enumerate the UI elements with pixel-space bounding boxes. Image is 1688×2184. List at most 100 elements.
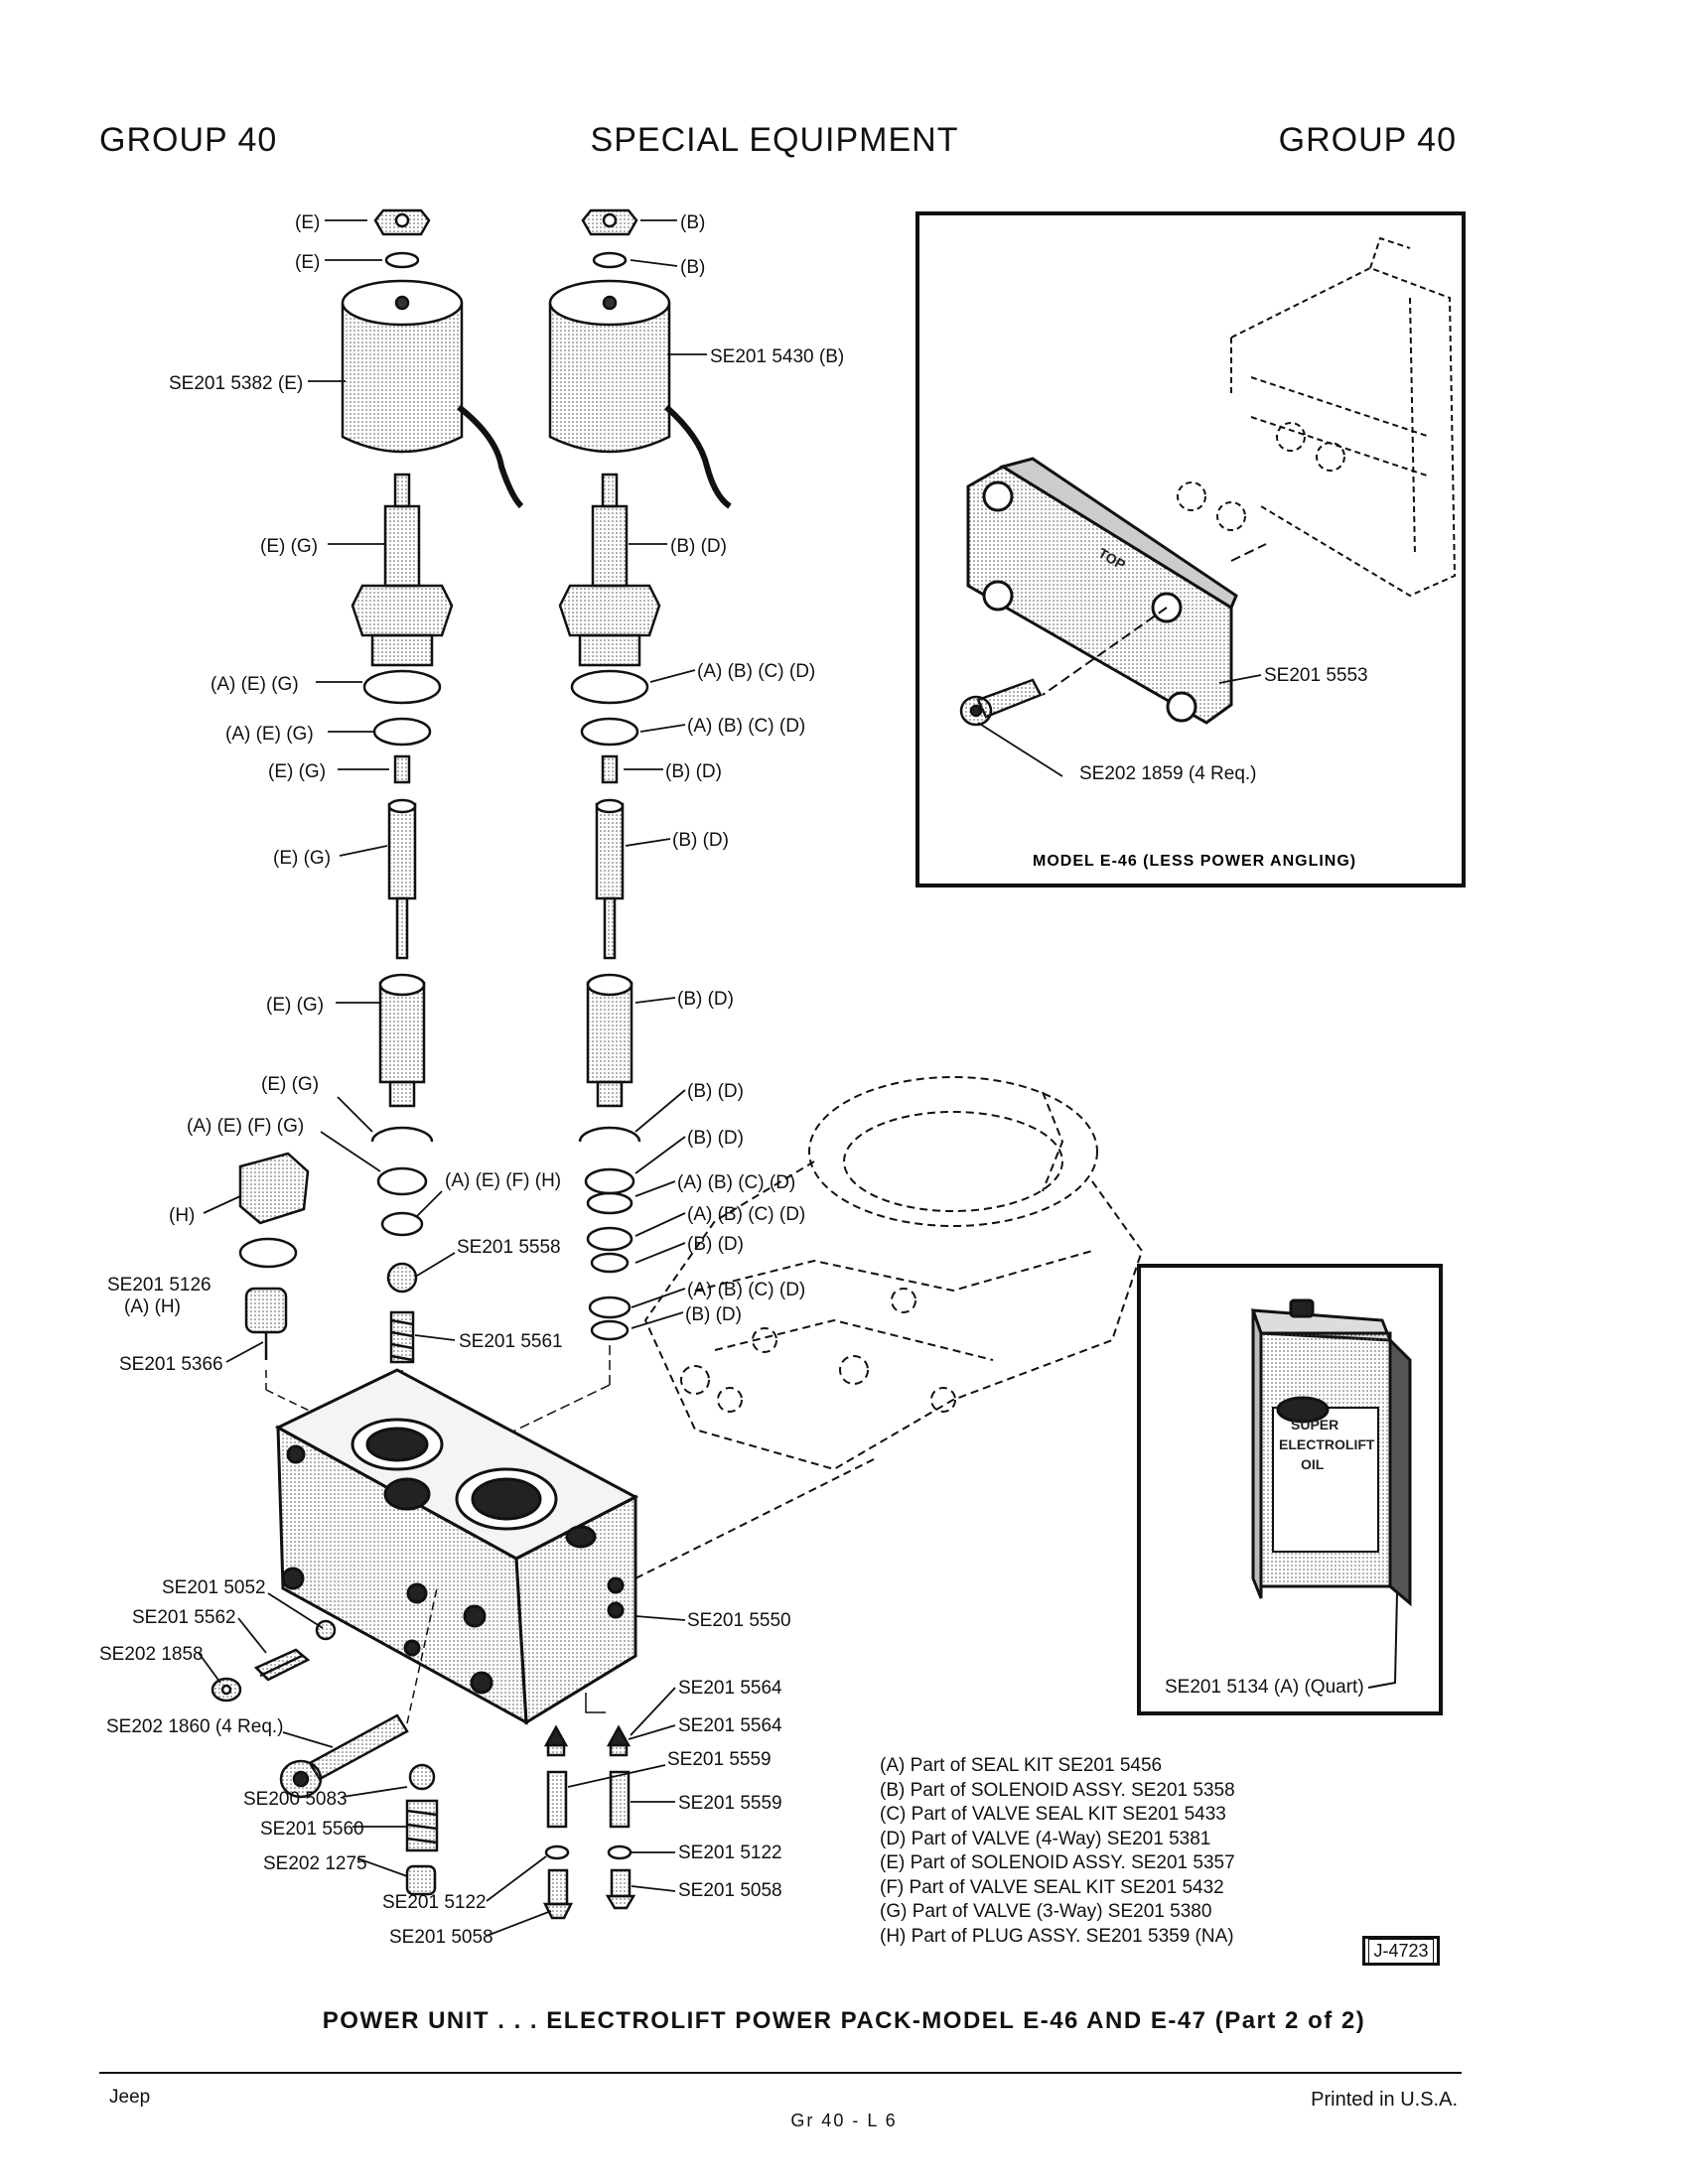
callout-se2021858: SE202 1858 xyxy=(99,1644,204,1665)
spring-icon xyxy=(609,1770,631,1829)
header-group-left: GROUP 40 xyxy=(99,121,278,159)
callout-se2015382: SE201 5382 (E) xyxy=(169,373,303,394)
header-group-right: GROUP 40 xyxy=(1278,121,1457,159)
plug-icon xyxy=(405,1864,437,1896)
spring-icon xyxy=(601,754,619,784)
callout-bd-backup: (B) (D) xyxy=(687,1234,744,1255)
figure-caption: POWER UNIT . . . ELECTROLIFT POWER PACK-… xyxy=(322,2007,1366,2034)
o-ring-icon xyxy=(544,1844,570,1860)
bottom-parts xyxy=(211,1587,636,1920)
callout-se2015561: SE201 5561 xyxy=(459,1331,563,1352)
callout-e-nut: (E) xyxy=(295,212,320,233)
can-label-line1: SUPER xyxy=(1291,1417,1338,1433)
callout-abcd-oring1: (A) (B) (C) (D) xyxy=(697,661,815,682)
callout-se2015058b: SE201 5058 xyxy=(389,1927,493,1948)
spring-icon xyxy=(389,1310,415,1364)
legend-item-d: (D) Part of VALVE (4-Way) SE201 5381 xyxy=(880,1828,1211,1849)
spring-icon xyxy=(546,1770,568,1829)
legend-item-b: (B) Part of SOLENOID ASSY. SE201 5358 xyxy=(880,1779,1235,1801)
plug-screw-icon xyxy=(211,1677,242,1703)
nut-icon xyxy=(373,208,431,236)
callout-se2015058a: SE201 5058 xyxy=(678,1880,782,1901)
o-ring-icon xyxy=(376,1166,428,1196)
cap-screw-icon xyxy=(959,678,1043,727)
callout-abcd-oring5: (A) (B) (C) (D) xyxy=(687,1280,805,1300)
parts-legend: (A) Part of SEAL KIT SE201 5456 (B) Part… xyxy=(880,1754,1235,1949)
left-valve-stack xyxy=(341,208,524,1430)
callout-labels: (E) (E) (B) (B) SE201 5382 (E) SE201 543… xyxy=(99,212,1368,1948)
callout-eg-snapring: (E) (G) xyxy=(261,1074,319,1095)
callout-se2021860: SE202 1860 (4 Req.) xyxy=(106,1716,284,1737)
inset-cover-plate-panel: TOP xyxy=(915,211,1466,887)
valve-body-block xyxy=(274,1368,639,1725)
callout-aefg: (A) (E) (F) (G) xyxy=(187,1116,304,1137)
legend-item-c: (C) Part of VALVE SEAL KIT SE201 5433 xyxy=(880,1804,1226,1825)
o-ring-icon xyxy=(380,1211,424,1237)
callout-se2021275: SE202 1275 xyxy=(263,1853,367,1874)
spring-icon xyxy=(393,754,411,784)
o-ring-small-icon xyxy=(372,717,432,747)
header-title: SPECIAL EQUIPMENT xyxy=(590,121,959,159)
footer-page-number: Gr 40 - L 6 xyxy=(790,2111,898,2130)
callout-bd-cartridge: (B) (D) xyxy=(677,989,734,1010)
o-ring-icon xyxy=(584,1167,635,1195)
callout-se2015126: SE201 5126 xyxy=(107,1275,211,1296)
callout-b-washer: (B) xyxy=(680,257,705,278)
legend-item-g: (G) Part of VALVE (3-Way) SE201 5380 xyxy=(880,1901,1212,1922)
pump-housing-outline xyxy=(634,1076,1144,1579)
callout-se2015134: SE201 5134 (A) (Quart) xyxy=(1165,1677,1364,1698)
callout-e-washer: (E) xyxy=(295,252,320,273)
backup-ring-icon xyxy=(590,1252,630,1274)
footer-brand: Jeep xyxy=(109,2087,151,2108)
legend-item-h: (H) Part of PLUG ASSY. SE201 5359 (NA) xyxy=(880,1925,1234,1947)
callout-aefh: (A) (E) (F) (H) xyxy=(445,1170,561,1191)
o-ring-icon xyxy=(586,1226,633,1252)
cover-plate-icon: TOP xyxy=(966,457,1238,725)
o-ring-icon xyxy=(238,1237,298,1269)
callout-se2005083: SE200 5083 xyxy=(243,1789,348,1810)
callout-bd-tube: (B) (D) xyxy=(670,536,727,557)
callout-aeg-oring1: (A) (E) (G) xyxy=(211,674,299,695)
valve-spool-icon xyxy=(595,798,625,960)
o-ring-large-icon xyxy=(362,669,442,705)
callout-eg-cartridge: (E) (G) xyxy=(266,995,324,1016)
check-valve-poppet-icon xyxy=(543,1724,632,1757)
callout-abcd-oring3: (A) (B) (C) (D) xyxy=(677,1172,795,1193)
plug-assembly xyxy=(238,1152,329,1421)
can-label-line3: OIL xyxy=(1301,1456,1325,1472)
o-ring-icon xyxy=(586,1191,633,1215)
right-valve-stack xyxy=(495,208,732,1440)
callout-bd-oring: (B) (D) xyxy=(687,1128,744,1149)
callout-se2015052: SE201 5052 xyxy=(162,1577,266,1598)
o-ring-large-icon xyxy=(570,669,649,705)
callout-b-nut: (B) xyxy=(680,212,705,233)
callout-abcd-oring4: (A) (B) (C) (D) xyxy=(687,1204,805,1225)
callout-se2015559b: SE201 5559 xyxy=(678,1793,782,1814)
valve-cartridge-icon xyxy=(378,973,426,1108)
leader-lines xyxy=(198,219,1262,1937)
callout-h: (H) xyxy=(169,1205,195,1226)
callout-ah: (A) (H) xyxy=(124,1297,181,1317)
callout-se2015430: SE201 5430 (B) xyxy=(710,346,844,367)
figure-reference-code: J-4723 xyxy=(1362,1936,1440,1966)
legend-item-e: (E) Part of SOLENOID ASSY. SE201 5357 xyxy=(880,1852,1235,1873)
legend-item-f: (F) Part of VALVE SEAL KIT SE201 5432 xyxy=(880,1876,1224,1898)
callout-se2015122a: SE201 5122 xyxy=(678,1843,782,1863)
can-label-line2: ELECTROLIFT xyxy=(1279,1436,1375,1452)
callout-eg-spring: (E) (G) xyxy=(268,761,326,782)
o-ring-small-icon xyxy=(580,717,639,747)
callout-bd-backup2: (B) (D) xyxy=(685,1304,742,1325)
callout-aeg-oring2: (A) (E) (G) xyxy=(225,724,314,745)
nut-icon xyxy=(581,208,638,236)
callout-se2021859: SE202 1859 (4 Req.) xyxy=(1079,763,1257,784)
callout-eg-spool: (E) (G) xyxy=(273,848,331,869)
cap-screw-icon xyxy=(279,1713,409,1799)
valve-spool-icon xyxy=(387,798,417,960)
ball-icon xyxy=(408,1763,436,1791)
plunger-tube-icon xyxy=(558,473,661,667)
solenoid-coil-icon xyxy=(341,279,524,509)
callout-se2015122b: SE201 5122 xyxy=(382,1892,487,1913)
callout-se2015366: SE201 5366 xyxy=(119,1354,223,1375)
plunger-tube-icon xyxy=(351,473,454,667)
callout-se2015564b: SE201 5564 xyxy=(678,1715,782,1736)
